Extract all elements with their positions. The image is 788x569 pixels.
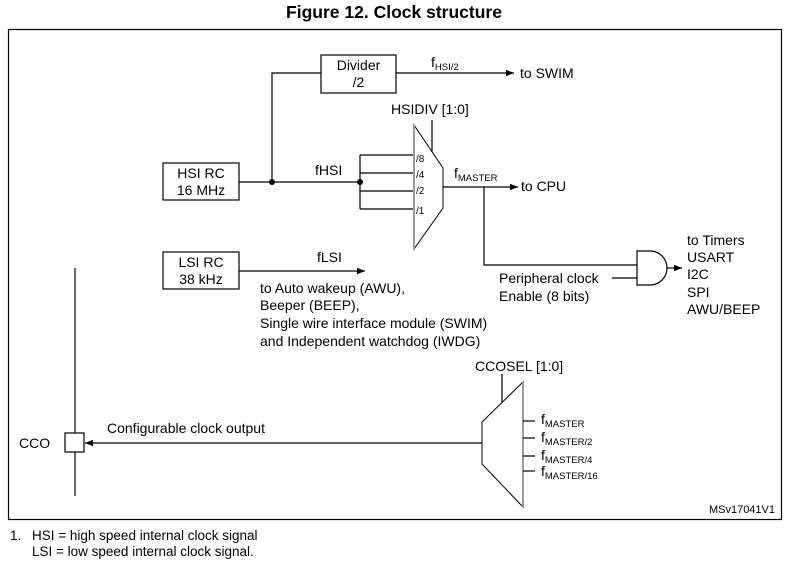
flsi-label: fLSI xyxy=(317,249,342,265)
junction-dot xyxy=(269,179,275,185)
hsi-rc-label: HSI RC xyxy=(177,165,224,181)
diagram-id: MSv17041V1 xyxy=(709,504,775,516)
peripheral-item: to Timers xyxy=(687,232,745,248)
footnote-line: HSI = high speed internal clock signal xyxy=(32,528,258,543)
peripheral-list: to Timers USART I2C SPI AWU/BEEP xyxy=(687,232,760,317)
cco-input-label: fMASTER/2 xyxy=(541,429,592,448)
peripheral-item: I2C xyxy=(687,266,709,282)
hsi-rc-freq: 16 MHz xyxy=(177,182,225,198)
fhsi2-label: fHSI/2 xyxy=(431,54,459,73)
peripheral-clock-label: Peripheral clock xyxy=(499,270,600,286)
hsi-rc-block: HSI RC 16 MHz xyxy=(162,162,240,201)
peripheral-item: SPI xyxy=(687,284,710,300)
lsi-destination-line: and Independent watchdog (IWDG) xyxy=(260,333,480,349)
cco-input-label: fMASTER/4 xyxy=(541,447,592,466)
cco-output-label: Configurable clock output xyxy=(107,420,265,436)
lsi-rc-label: LSI RC xyxy=(178,254,223,270)
ccosel-label: CCOSEL [1:0] xyxy=(475,358,563,374)
cco-input-label: fMASTER xyxy=(541,411,585,430)
and-gate xyxy=(636,250,668,286)
lsi-rc-freq: 38 kHz xyxy=(179,271,223,287)
lsi-rc-block: LSI RC 38 kHz xyxy=(162,251,240,290)
fhsi-label: fHSI xyxy=(315,162,342,178)
figure-frame xyxy=(7,28,783,521)
fmaster-label: fMASTER xyxy=(454,165,498,184)
footnotes: 1. HSI = high speed internal clock signa… xyxy=(10,528,258,560)
hsidiv-mux: /8 /4 /2 /1 xyxy=(413,120,444,251)
to-swim-label: to SWIM xyxy=(520,65,574,81)
lsi-destination-line: Beeper (BEEP), xyxy=(260,297,360,313)
footnote-line: LSI = low speed internal clock signal. xyxy=(32,544,254,559)
lsi-destination-line: to Auto wakeup (AWU), xyxy=(260,280,405,296)
divider-ratio: /2 xyxy=(353,74,365,90)
hsidiv-input-label: /8 xyxy=(416,154,425,165)
hsidiv-input-label: /1 xyxy=(416,206,425,217)
footnote-number: 1. xyxy=(10,528,22,543)
to-cpu-label: to CPU xyxy=(521,178,566,194)
cco-pin xyxy=(64,432,85,453)
hsidiv-input-wires xyxy=(359,154,414,210)
ccosel-mux xyxy=(481,374,535,509)
divider-block: Divider /2 xyxy=(320,54,397,94)
divider-label: Divider xyxy=(337,57,381,73)
cco-input-label: fMASTER/16 xyxy=(541,463,598,482)
lsi-destinations: to Auto wakeup (AWU), Beeper (BEEP), Sin… xyxy=(260,280,487,349)
hsidiv-label: HSIDIV [1:0] xyxy=(391,101,469,117)
figure-title: Figure 12. Clock structure xyxy=(286,2,502,22)
hsidiv-input-label: /4 xyxy=(416,170,425,181)
lsi-destination-line: Single wire interface module (SWIM) xyxy=(260,315,487,331)
hsidiv-input-label: /2 xyxy=(416,186,425,197)
peripheral-clock-enable-label: Enable (8 bits) xyxy=(499,288,589,304)
hsi-to-divider-wire xyxy=(271,72,321,182)
footnote: 1. HSI = high speed internal clock signa… xyxy=(10,528,258,560)
peripheral-item: USART xyxy=(687,249,735,265)
cco-pin-label: CCO xyxy=(19,435,50,451)
fmaster-to-gate-wire xyxy=(483,187,637,266)
peripheral-item: AWU/BEEP xyxy=(687,301,760,317)
cco-input-labels: fMASTER fMASTER/2 fMASTER/4 fMASTER/16 xyxy=(541,411,598,482)
